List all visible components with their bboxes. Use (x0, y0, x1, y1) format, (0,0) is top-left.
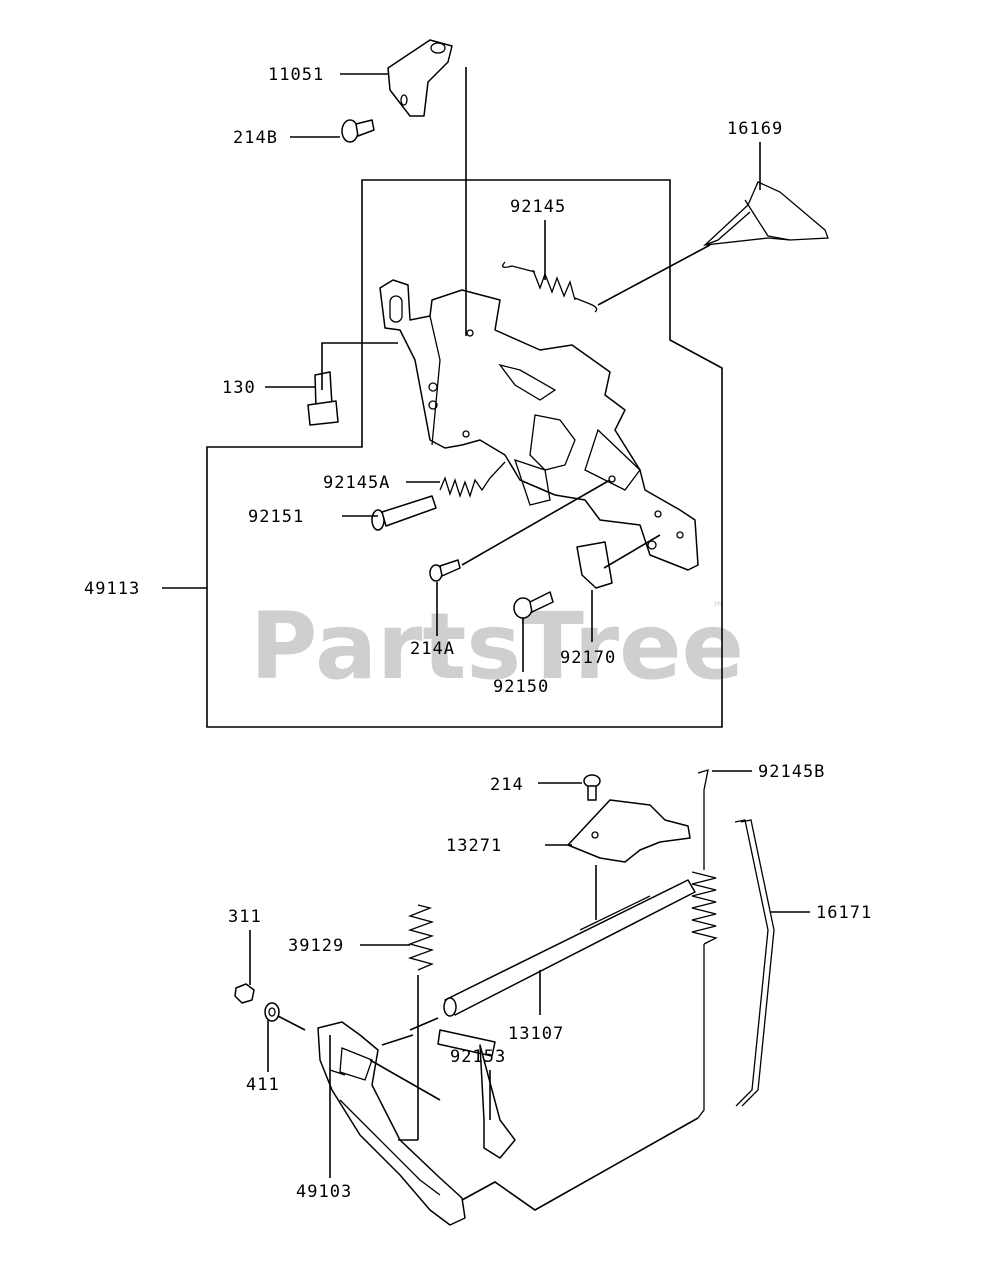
part-13107-shaft[interactable] (443, 879, 696, 1017)
part-49103-lever[interactable] (317, 1021, 466, 1226)
watermark: PartsTree (250, 593, 744, 700)
callout-11051[interactable]: 11051 (268, 65, 324, 85)
callout-16169[interactable]: 16169 (727, 119, 783, 139)
part-11051-bracket[interactable] (387, 39, 453, 117)
part-130-bolt[interactable] (307, 371, 339, 426)
assembly-frame-49113 (206, 179, 723, 728)
callout-214B[interactable]: 214B (233, 128, 278, 148)
callout-39129[interactable]: 39129 (288, 936, 344, 956)
part-92153-bolt[interactable] (437, 1029, 516, 1159)
leader-lines (162, 67, 810, 1211)
part-92145-spring[interactable] (502, 261, 598, 313)
part-16171-rod[interactable] (734, 819, 775, 1107)
callout-214A[interactable]: 214A (410, 639, 455, 659)
part-92150-bolt[interactable] (513, 591, 554, 619)
part-16169-clip[interactable] (703, 181, 829, 246)
callout-49113[interactable]: 49113 (84, 579, 140, 599)
part-92145A-spring[interactable] (439, 461, 506, 499)
callout-411[interactable]: 411 (246, 1075, 280, 1095)
part-main-plate (379, 279, 699, 571)
part-92151-screw[interactable] (371, 495, 437, 531)
callout-92145B[interactable]: 92145B (758, 762, 825, 782)
part-13271-plate[interactable] (567, 799, 691, 863)
callout-49103[interactable]: 49103 (296, 1182, 352, 1202)
callout-92150[interactable]: 92150 (493, 677, 549, 697)
callout-92145A[interactable]: 92145A (323, 473, 390, 493)
watermark-trademark: ™ (712, 600, 726, 616)
part-39129-spring[interactable] (407, 904, 435, 971)
part-214B-screw[interactable] (341, 119, 375, 143)
part-214-screw[interactable] (583, 774, 601, 801)
part-92170-clamp[interactable] (576, 541, 613, 589)
callout-311[interactable]: 311 (228, 907, 262, 927)
callout-92145[interactable]: 92145 (510, 197, 566, 217)
callout-214[interactable]: 214 (490, 775, 524, 795)
callout-130[interactable]: 130 (222, 378, 256, 398)
part-92145B-spring[interactable] (691, 769, 718, 1119)
callout-92170[interactable]: 92170 (560, 648, 616, 668)
callout-13107[interactable]: 13107 (508, 1024, 564, 1044)
callout-92151[interactable]: 92151 (248, 507, 304, 527)
part-411-washer[interactable] (264, 1002, 280, 1022)
part-214A-screw[interactable] (429, 559, 461, 582)
callout-16171[interactable]: 16171 (816, 903, 872, 923)
part-311-nut[interactable] (234, 983, 255, 1004)
callout-13271[interactable]: 13271 (446, 836, 502, 856)
callout-92153[interactable]: 92153 (450, 1047, 506, 1067)
